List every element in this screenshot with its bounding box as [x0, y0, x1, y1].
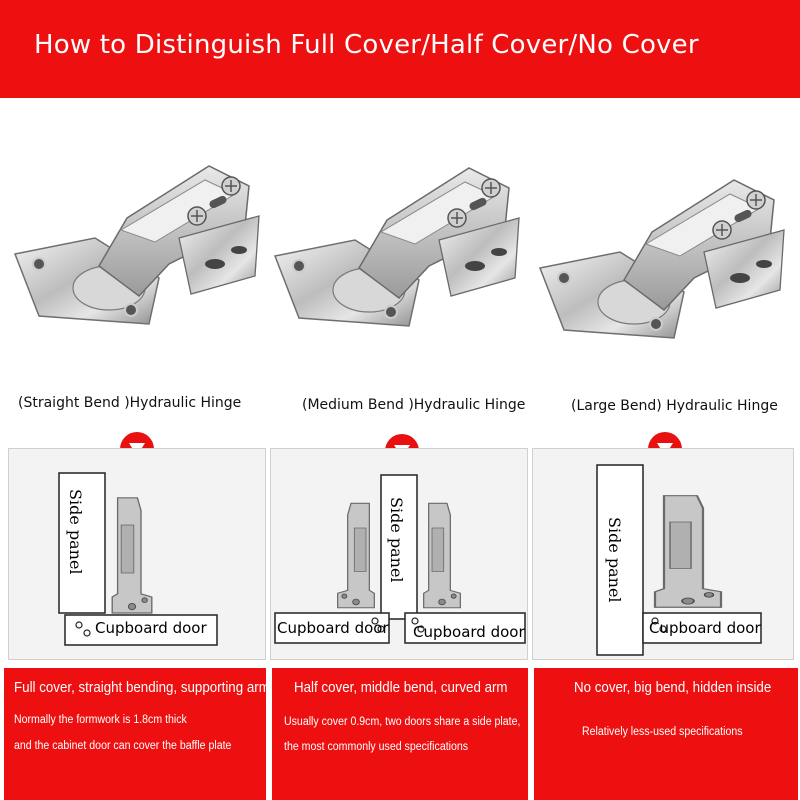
no-cover-line-1: Relatively less-used specifications — [582, 726, 743, 738]
full-cover-line-2: and the cabinet door can cover the baffl… — [14, 740, 232, 752]
half-cover-line-2: the most commonly used specifications — [284, 741, 469, 753]
no-cover-spec: No cover, big bend, hidden inside Relati… — [534, 668, 798, 800]
cupboard-door-label: Cupboard door — [649, 619, 761, 637]
large-bend-hinge-photo — [532, 160, 796, 380]
full-cover-line-1: Normally the formwork is 1.8cm thick — [14, 714, 187, 726]
full-cover-spec: Full cover, straight bending, supporting… — [4, 668, 270, 800]
side-panel-label: Side panel — [605, 517, 624, 603]
hinge-caption-straight: (Straight Bend )Hydraulic Hinge — [18, 395, 242, 411]
page-title: How to Distinguish Full Cover/Half Cover… — [34, 30, 699, 60]
no-cover-heading: No cover, big bend, hidden inside — [574, 680, 772, 696]
medium-bend-hinge-photo — [266, 148, 532, 368]
cupboard-door-label: Cupboard door — [95, 619, 207, 637]
half-cover-spec: Half cover, middle bend, curved arm Usua… — [272, 668, 528, 800]
cupboard-door-left-label: Cupboard door — [277, 619, 389, 637]
full-cover-diagram: Side panel Cupboard door — [8, 448, 266, 660]
half-cover-line-1: Usually cover 0.9cm, two doors share a s… — [284, 716, 521, 728]
half-cover-heading: Half cover, middle bend, curved arm — [294, 680, 508, 696]
hinge-caption-large: (Large Bend) Hydraulic Hinge — [571, 398, 778, 414]
header-banner: How to Distinguish Full Cover/Half Cover… — [0, 0, 800, 98]
straight-bend-hinge-photo — [4, 146, 274, 366]
hinge-caption-medium: (Medium Bend )Hydraulic Hinge — [302, 397, 526, 413]
half-cover-diagram: Side panel Cupboard door Cupboard door — [270, 448, 528, 660]
side-panel-label: Side panel — [66, 489, 85, 575]
no-cover-diagram: Side panel Cupboard door — [532, 448, 794, 660]
cupboard-door-right-label: Cupboard door — [413, 623, 525, 641]
side-panel-label: Side panel — [387, 497, 406, 583]
full-cover-heading: Full cover, straight bending, supporting… — [14, 680, 270, 696]
